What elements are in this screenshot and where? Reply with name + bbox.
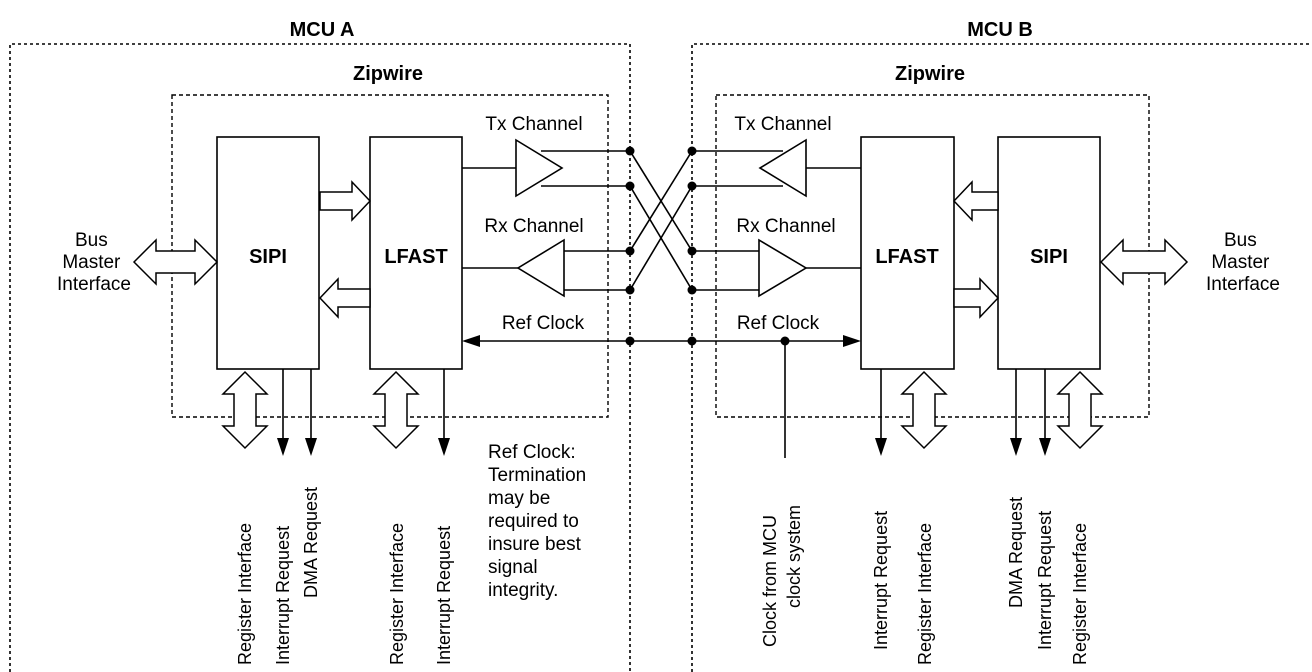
mcu-b-rx-receiver <box>758 238 808 298</box>
mcu-b-lfast-interrupt-arrowhead <box>875 438 887 456</box>
mcu-b-sipi-register-interface-arrow <box>1056 370 1104 450</box>
mcu-a-tx-driver <box>515 138 564 198</box>
mcu-b-clock-source-label: Clock from MCU <box>760 515 780 647</box>
mcu-b-lfast-register-interface-label: Register Interface <box>915 523 935 665</box>
mcu-b-rx-channel-label: Rx Channel <box>736 216 835 237</box>
mcu-b-zipwire-title: Zipwire <box>895 63 965 85</box>
mcu-a-boundary <box>9 43 631 672</box>
junction-dot <box>687 285 697 295</box>
mcu-a-sipi-label: SIPI <box>249 246 287 268</box>
mcu-a-title: MCU A <box>290 19 355 41</box>
tx-b-to-rx-a-pos-wire <box>629 150 693 252</box>
mcu-a-lfast-register-interface-label: Register Interface <box>387 523 407 665</box>
mcu-a-sipi-dma-arrowhead <box>305 438 317 456</box>
mcu-a-rx-channel-label: Rx Channel <box>484 216 583 237</box>
mcu-b-lfast-block <box>860 136 955 370</box>
mcu-b-sipi-block <box>997 136 1101 370</box>
mcu-a: MCU A Zipwire SIPI LFAST Bus Master Inte… <box>9 19 631 672</box>
mcu-a-lfast-interrupt-arrowhead <box>438 438 450 456</box>
mcu-b-clock-source-label-line2: clock system <box>784 505 804 608</box>
mcu-a-rx-receiver <box>516 238 565 298</box>
mcu-b: MCU B Zipwire LFAST SIPI Bus Master Inte… <box>691 19 1312 672</box>
mcu-a-bus-master-label: Bus Master Interface <box>57 230 131 295</box>
mcu-a-sipi-interrupt-request-label: Interrupt Request <box>273 526 293 665</box>
mcu-b-bus-master-arrow <box>1099 238 1189 286</box>
mcu-b-sipi-dma-arrowhead <box>1010 438 1022 456</box>
mcu-b-lfast-label: LFAST <box>875 246 938 268</box>
junction-dot <box>625 285 635 295</box>
mcu-b-sipi-register-interface-label: Register Interface <box>1070 523 1090 665</box>
mcu-b-sipi-interrupt-request-label: Interrupt Request <box>1035 511 1055 650</box>
mcu-a-sipi-dma-request-label: DMA Request <box>301 487 321 598</box>
mcu-a-sipi-to-lfast-arrow <box>319 180 372 222</box>
junction-dot <box>625 336 635 346</box>
mcu-a-bus-master-arrow <box>132 238 219 286</box>
mcu-b-ref-clock-label: Ref Clock <box>737 313 820 334</box>
junction-dot <box>687 181 697 191</box>
mcu-b-tx-driver <box>758 138 807 198</box>
mcu-a-sipi-register-interface-label: Register Interface <box>235 523 255 665</box>
mcu-a-lfast-interrupt-request-label: Interrupt Request <box>434 526 454 665</box>
mcu-a-lfast-register-interface-arrow <box>372 370 420 450</box>
mcu-a-lfast-to-sipi-arrow <box>318 277 371 319</box>
mcu-b-lfast-register-interface-arrow <box>900 370 948 450</box>
tx-b-to-rx-a-neg-wire <box>629 185 693 291</box>
ref-clock-arrowhead-a <box>462 335 480 347</box>
ref-clock-arrowhead-b <box>843 335 861 347</box>
mcu-b-sipi-interrupt-arrowhead <box>1039 438 1051 456</box>
mcu-a-lfast-label: LFAST <box>384 246 447 268</box>
mcu-a-lfast-block <box>369 136 463 370</box>
mcu-a-tx-channel-label: Tx Channel <box>485 114 582 135</box>
mcu-b-sipi-to-lfast-arrow <box>952 180 999 222</box>
mcu-b-title: MCU B <box>967 19 1033 41</box>
mcu-a-zipwire-title: Zipwire <box>353 63 423 85</box>
junction-dot <box>625 181 635 191</box>
mcu-a-ref-clock-label: Ref Clock <box>502 313 585 334</box>
mcu-b-bus-master-label: Bus Master Interface <box>1206 230 1280 295</box>
mcu-a-sipi-interrupt-arrowhead <box>277 438 289 456</box>
junction-dot <box>780 336 790 346</box>
junction-dot <box>687 336 697 346</box>
mcu-a-sipi-block <box>216 136 320 370</box>
junction-dot <box>625 146 635 156</box>
junction-dot <box>687 246 697 256</box>
mcu-b-sipi-dma-request-label: DMA Request <box>1006 497 1026 608</box>
junction-dot <box>687 146 697 156</box>
junction-dot <box>625 246 635 256</box>
mcu-b-tx-channel-label: Tx Channel <box>734 114 831 135</box>
ref-clock-termination-note: Ref Clock: Termination may be required t… <box>488 442 592 601</box>
mcu-b-lfast-interrupt-request-label: Interrupt Request <box>871 511 891 650</box>
mcu-b-lfast-to-sipi-arrow <box>953 277 1000 319</box>
mcu-a-sipi-register-interface-arrow <box>221 370 269 450</box>
interconnect <box>462 146 861 347</box>
mcu-b-sipi-label: SIPI <box>1030 246 1068 268</box>
